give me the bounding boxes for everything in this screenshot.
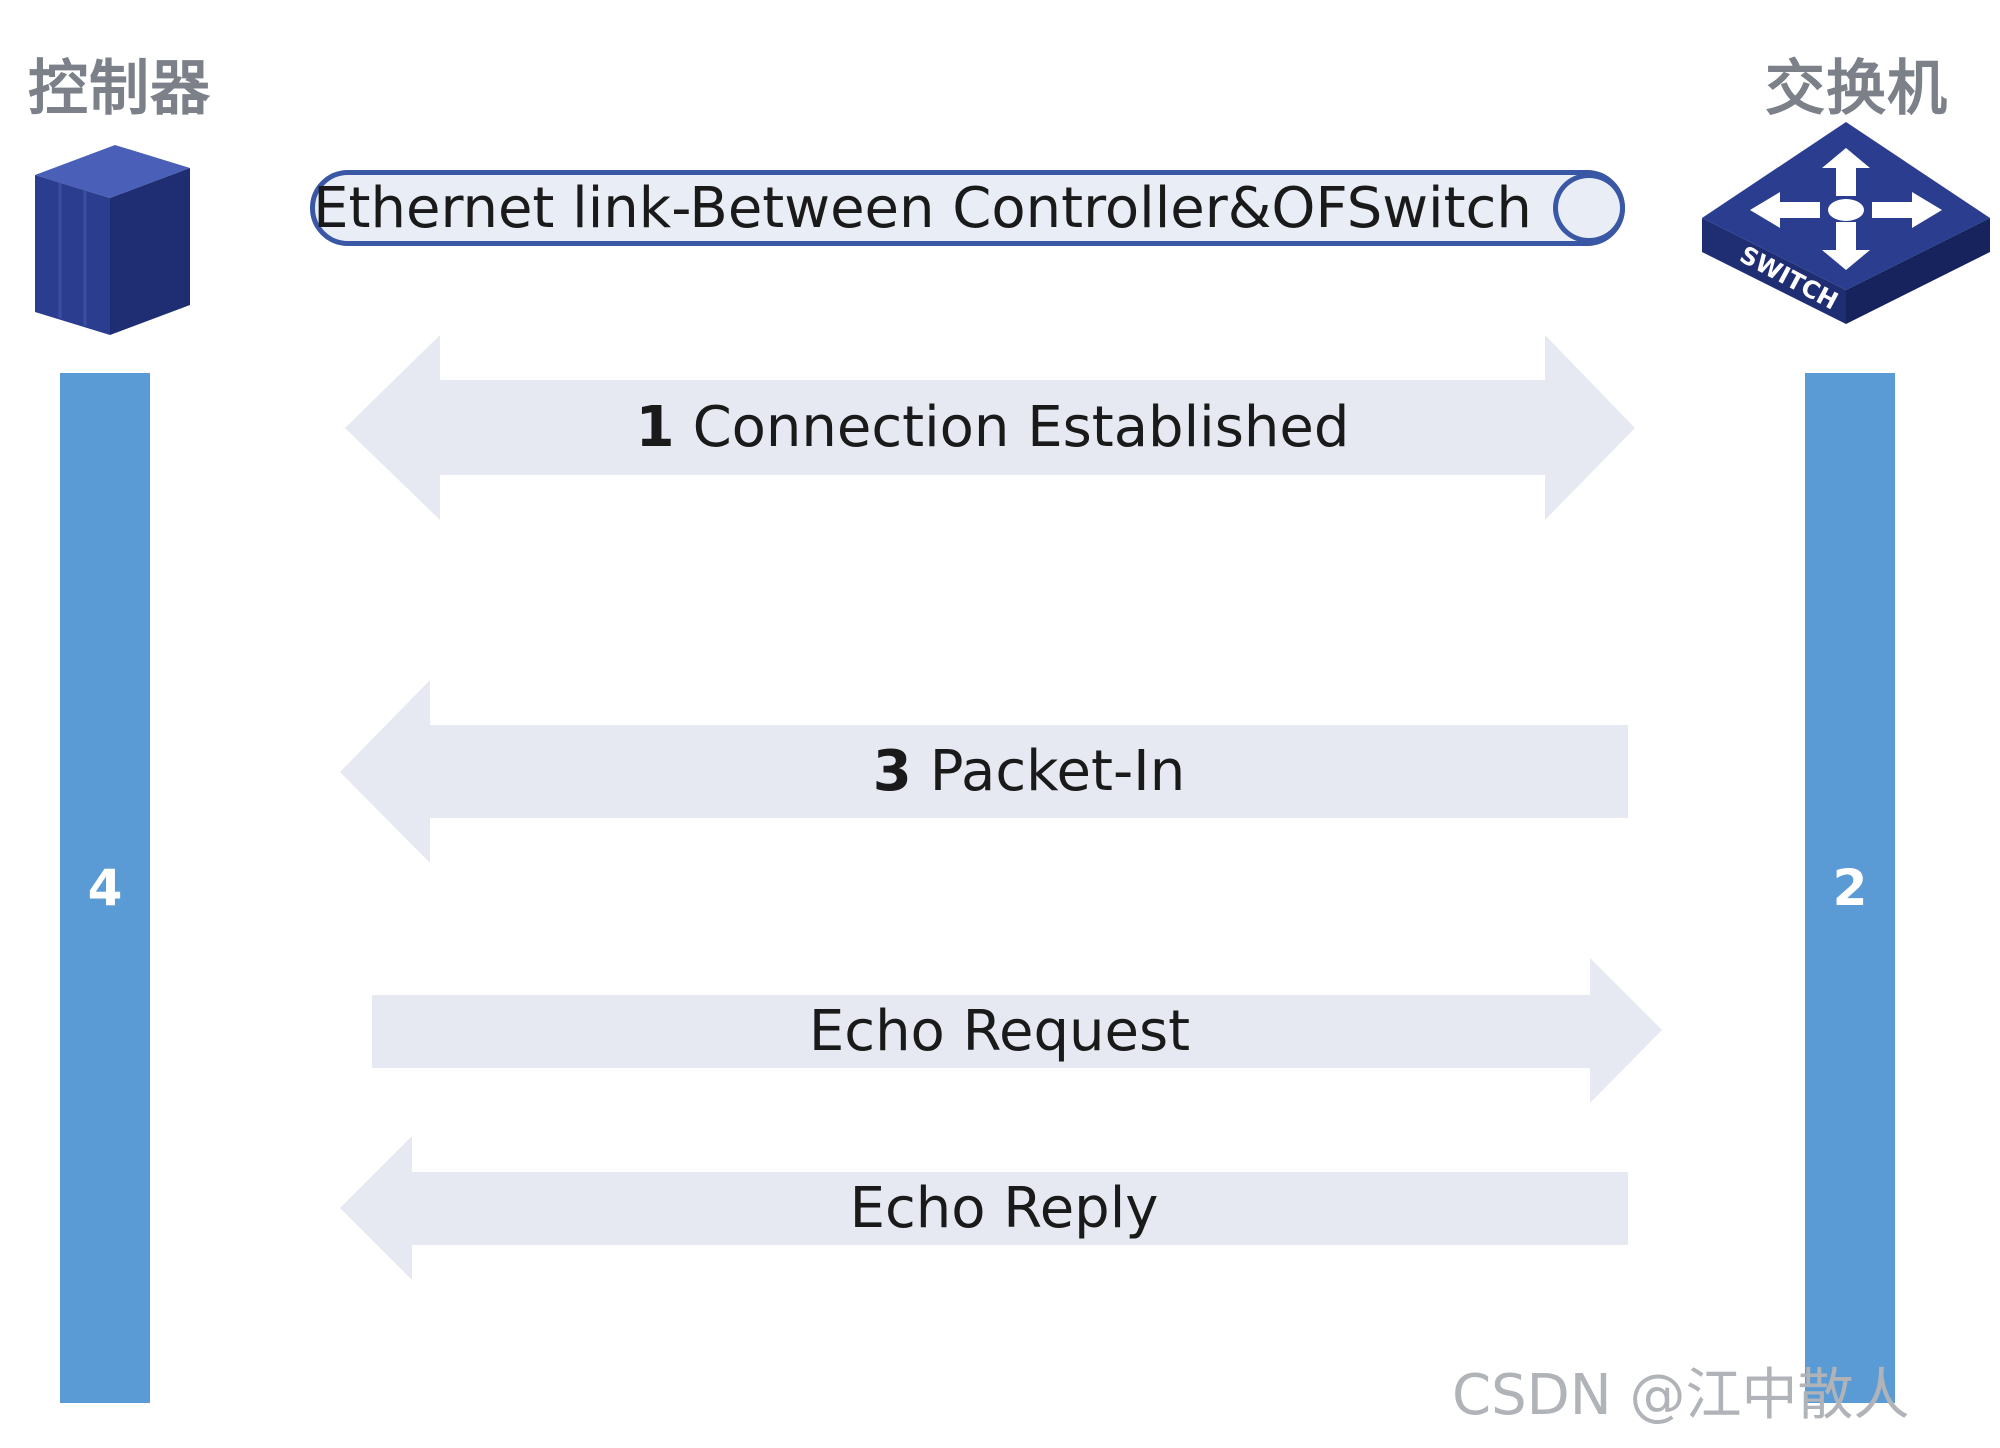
packet-in-arrow	[340, 680, 1628, 863]
network-switch-icon: SWITCH	[1702, 122, 1990, 324]
switch-step-number: 2	[1832, 859, 1868, 917]
switch-step-bar: 2	[1805, 373, 1895, 1403]
watermark: CSDN @江中散人	[1452, 1363, 1910, 1428]
packet-in-label: 3 Packet-In	[430, 725, 1628, 818]
echo-reply-text: Echo Reply	[849, 1176, 1159, 1241]
echo-request-text: Echo Request	[808, 999, 1191, 1064]
switch-title: 交换机	[1765, 54, 1948, 124]
packet-in-step-number: 3	[872, 739, 912, 804]
connection-step-number: 1	[635, 395, 675, 460]
ethernet-link-bar	[310, 170, 1625, 246]
connection-established-label: 1 Connection Established	[440, 380, 1545, 475]
controller-step-bar: 4	[60, 373, 150, 1403]
echo-request-label: Echo Request	[372, 995, 1627, 1068]
echo-reply-arrow	[340, 1136, 1628, 1280]
connection-established-arrow	[345, 335, 1635, 520]
controller-title: 控制器	[28, 54, 211, 124]
echo-reply-label: Echo Reply	[380, 1172, 1628, 1245]
server-cube-icon	[35, 145, 190, 335]
ethernet-link-end-cap	[1553, 173, 1625, 243]
connection-step-text: Connection Established	[692, 395, 1350, 460]
echo-request-arrow	[372, 958, 1662, 1103]
ethernet-link-label: Ethernet link-Between Controller&OFSwitc…	[313, 175, 1532, 241]
controller-step-number: 4	[87, 859, 123, 917]
packet-in-step-text: Packet-In	[929, 739, 1186, 804]
